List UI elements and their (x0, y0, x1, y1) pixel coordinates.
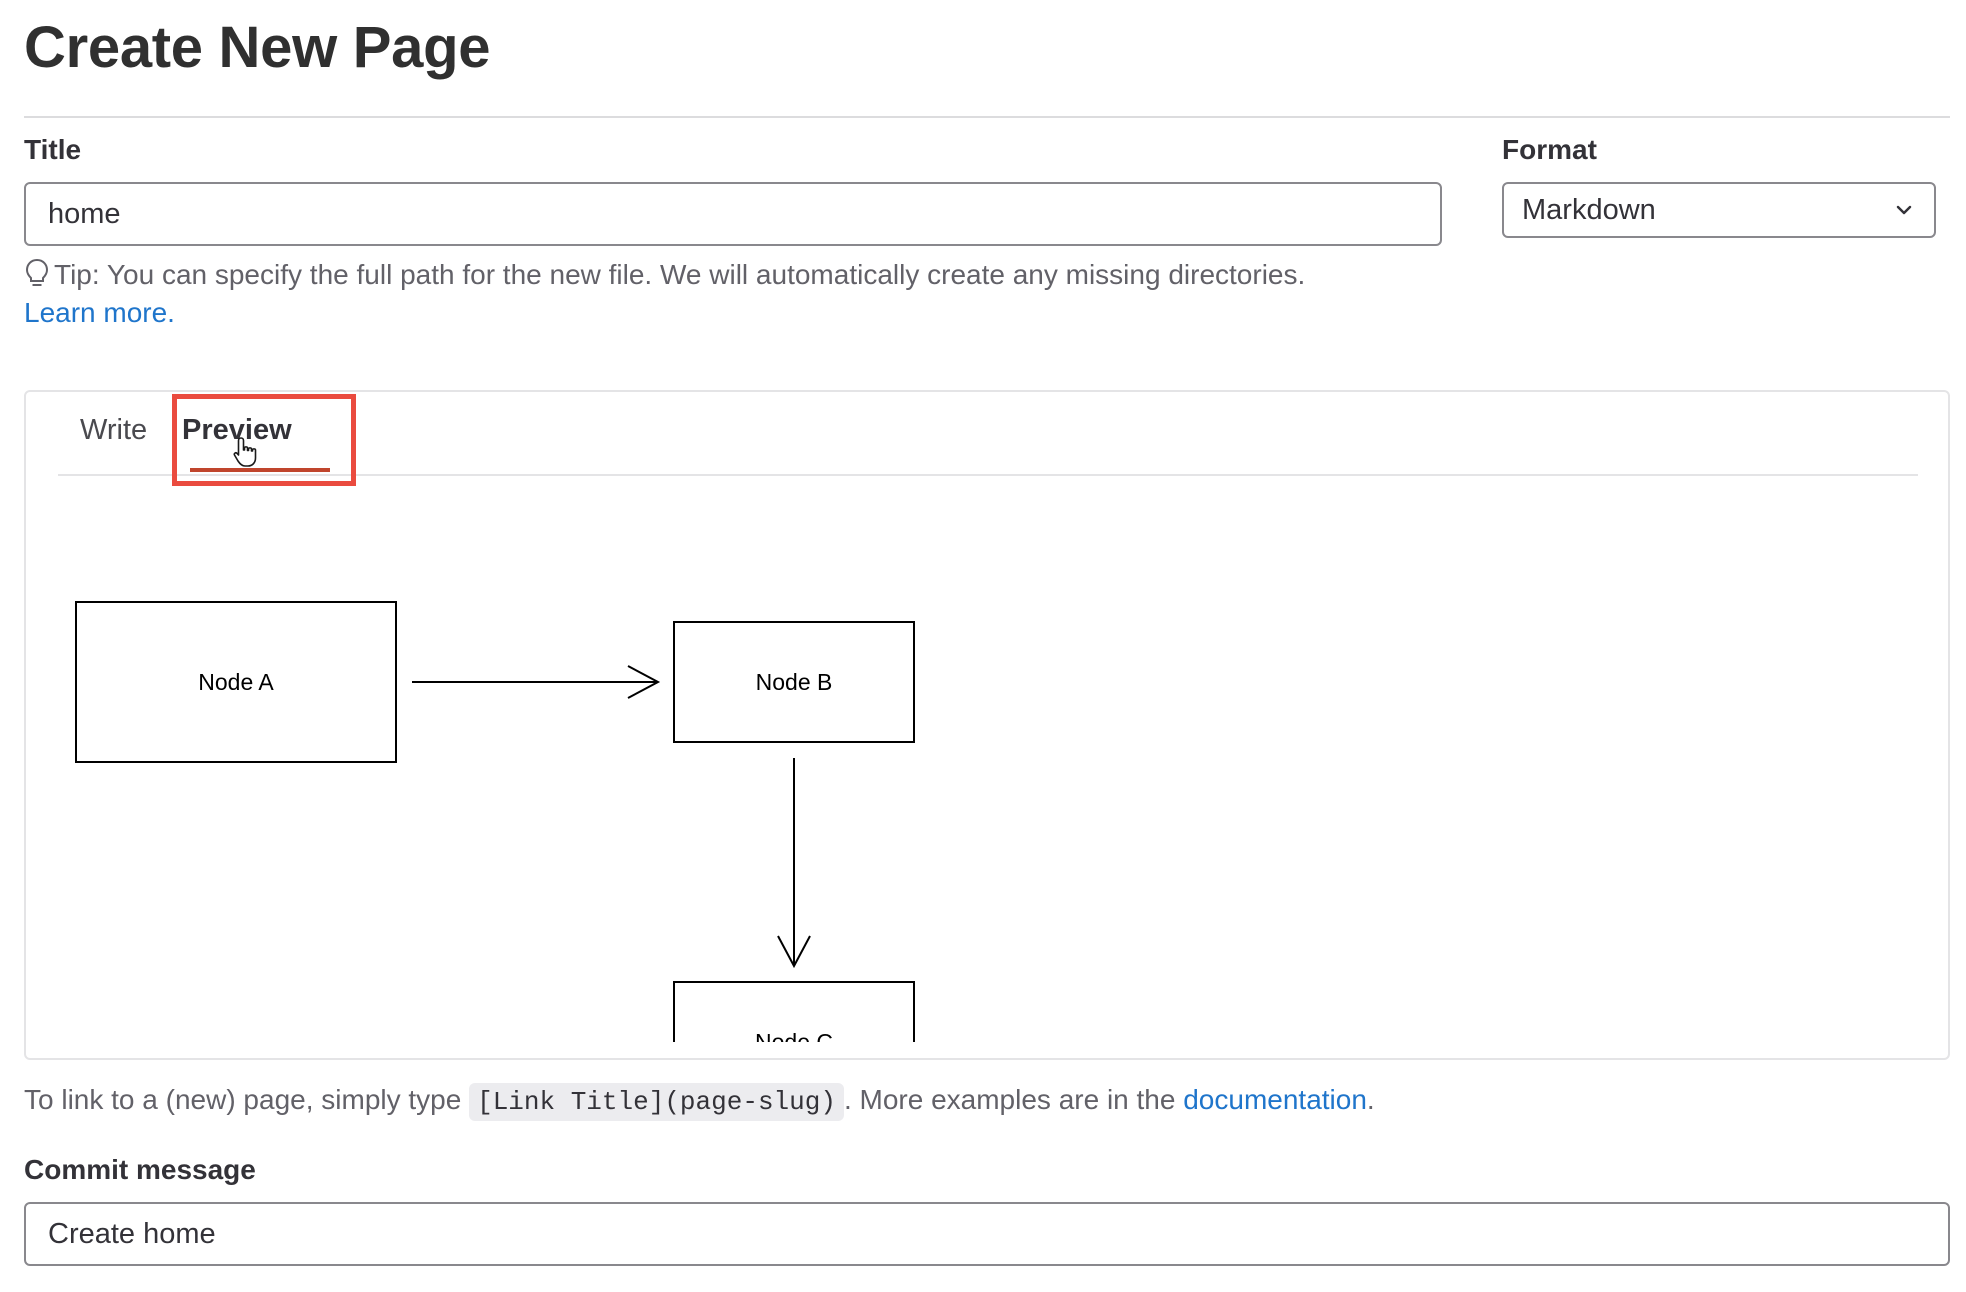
learn-more-link[interactable]: Learn more. (24, 297, 175, 328)
title-input[interactable]: home (24, 182, 1442, 246)
content-editor: Write Preview .nodebox { fill: #ffffff; … (24, 390, 1950, 1060)
diagram-node-c: Node C (673, 981, 915, 1042)
title-label: Title (24, 134, 82, 165)
commit-message-input[interactable]: Create home (24, 1202, 1950, 1266)
mermaid-diagram: .nodebox { fill: #ffffff; stroke: #00000… (75, 601, 915, 1042)
format-select-value: Markdown (1522, 193, 1656, 226)
node-b-label: Node B (756, 669, 833, 695)
node-a-label: Node A (198, 669, 274, 695)
lightbulb-icon (24, 258, 50, 296)
divider (24, 116, 1950, 118)
active-tab-indicator (190, 468, 330, 472)
node-c-label: Node C (755, 1029, 833, 1042)
edge-b-to-c (777, 758, 811, 969)
documentation-link[interactable]: documentation (1183, 1084, 1367, 1115)
help-suffix: . (1366, 1084, 1375, 1115)
diagram-node-b: Node B (673, 621, 915, 743)
tip-text: Tip: You can specify the full path for t… (54, 259, 1306, 290)
diagram-node-a: Node A (75, 601, 397, 763)
link-help-text: To link to a (new) page, simply type [Li… (24, 1083, 1375, 1121)
editor-tabs: Write Preview (58, 392, 1918, 486)
chevron-down-icon (1894, 199, 1916, 221)
help-prefix: To link to a (new) page, simply type (24, 1084, 462, 1115)
commit-message-value: Create home (48, 1217, 216, 1250)
title-input-value: home (48, 197, 121, 230)
page-title: Create New Page (24, 15, 491, 80)
tab-write[interactable]: Write (80, 414, 148, 446)
path-tip: Tip: You can specify the full path for t… (24, 258, 1305, 330)
help-middle: . More examples are in the (843, 1084, 1176, 1115)
edge-a-to-b (412, 665, 661, 699)
format-label: Format (1502, 134, 1597, 165)
hand-cursor-icon (232, 436, 260, 473)
tab-preview[interactable]: Preview (182, 414, 292, 446)
link-syntax-code: [Link Title](page-slug) (469, 1083, 844, 1121)
format-select[interactable]: Markdown (1502, 182, 1936, 238)
commit-message-label: Commit message (24, 1154, 256, 1185)
